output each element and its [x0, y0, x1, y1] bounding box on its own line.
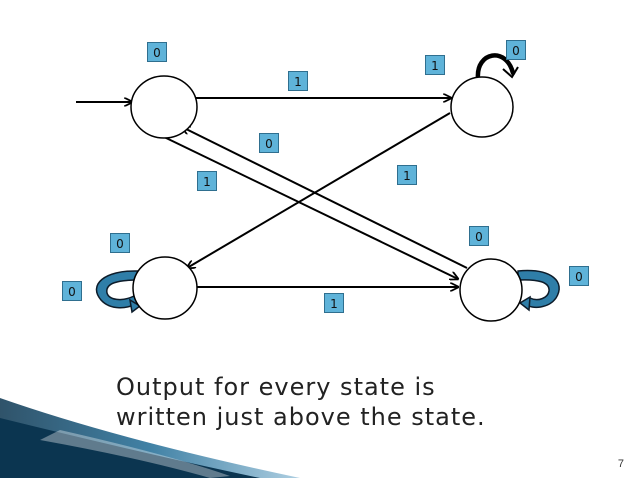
- transition-label-bottom-left-to-bottom-right: 1: [324, 293, 344, 313]
- transition-label-top-right-self-loop: 1: [425, 55, 445, 75]
- edge-top-right-to-bottom-left: [187, 112, 451, 268]
- state-top-right: [450, 76, 514, 138]
- self-loop-top-right-arrowhead: [502, 66, 519, 79]
- transition-label-bottom-right-self-loop: 0: [569, 266, 589, 286]
- edge-top-left-to-bottom-right: [161, 135, 458, 279]
- self-loop-bottom-right-arrowhead: [518, 295, 531, 312]
- self-loop-bottom-left-arrowhead: [128, 298, 142, 314]
- slide-number: 7: [617, 458, 624, 470]
- state-output-bottom-left: 0: [110, 233, 130, 253]
- state-output-top-left: 0: [147, 42, 167, 62]
- decorative-swoosh: [0, 398, 300, 478]
- self-loop-top-right: [475, 53, 516, 81]
- transition-label-bottom-right-to-top-left: 0: [259, 133, 279, 153]
- transition-label-bottom-left-self-loop: 0: [62, 281, 82, 301]
- caption-line-1: Output for every state is: [116, 373, 436, 401]
- edge-bottom-right-to-top-left: [182, 127, 468, 269]
- state-bottom-left: [132, 256, 198, 320]
- state-output-top-right: 0: [506, 40, 526, 60]
- state-top-left: [130, 75, 198, 139]
- transition-label-top-left-to-bottom-right: 1: [197, 171, 217, 191]
- caption: Output for every state is written just a…: [116, 372, 546, 432]
- state-bottom-right: [459, 258, 523, 322]
- transition-label-top-right-to-bottom-left: 1: [397, 165, 417, 185]
- transition-label-top-left-to-top-right: 1: [288, 71, 308, 91]
- state-output-bottom-right: 0: [469, 226, 489, 246]
- caption-line-2: written just above the state.: [116, 403, 486, 431]
